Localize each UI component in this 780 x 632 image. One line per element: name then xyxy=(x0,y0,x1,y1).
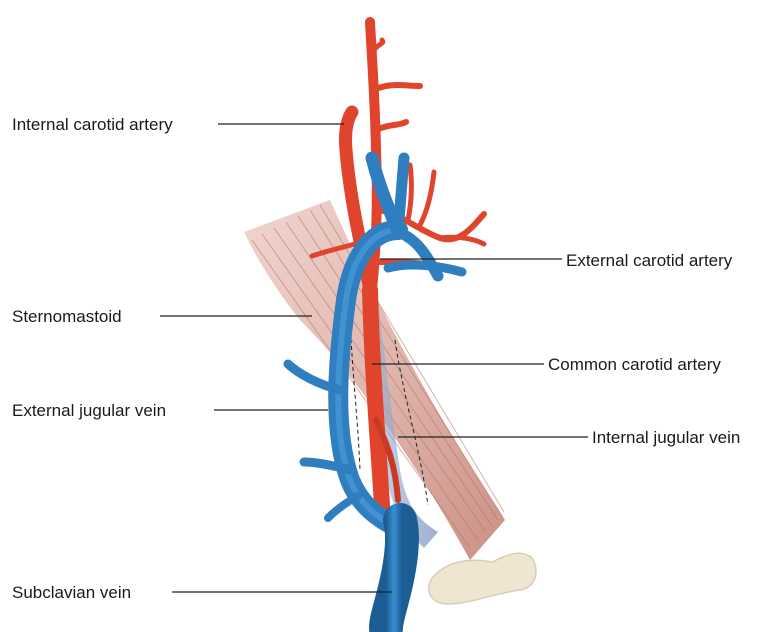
artery-branch xyxy=(374,85,420,90)
vein-tributary xyxy=(388,265,462,272)
clavicle-bone xyxy=(429,553,536,604)
label-internal-jugular-vein: Internal jugular vein xyxy=(592,428,740,447)
artery-branch xyxy=(420,172,434,225)
artery-branch xyxy=(408,165,411,220)
label-external-carotid-artery: External carotid artery xyxy=(566,251,733,270)
vein-tributary xyxy=(328,496,358,518)
vein-tributary xyxy=(398,158,404,232)
subclavian-vein xyxy=(386,520,402,628)
label-subclavian-vein: Subclavian vein xyxy=(12,583,131,602)
label-external-jugular-vein: External jugular vein xyxy=(12,401,166,420)
label-sternomastoid: Sternomastoid xyxy=(12,307,122,326)
label-common-carotid-artery: Common carotid artery xyxy=(548,355,721,374)
label-internal-carotid-artery: Internal carotid artery xyxy=(12,115,173,134)
artery-branch xyxy=(376,122,406,130)
